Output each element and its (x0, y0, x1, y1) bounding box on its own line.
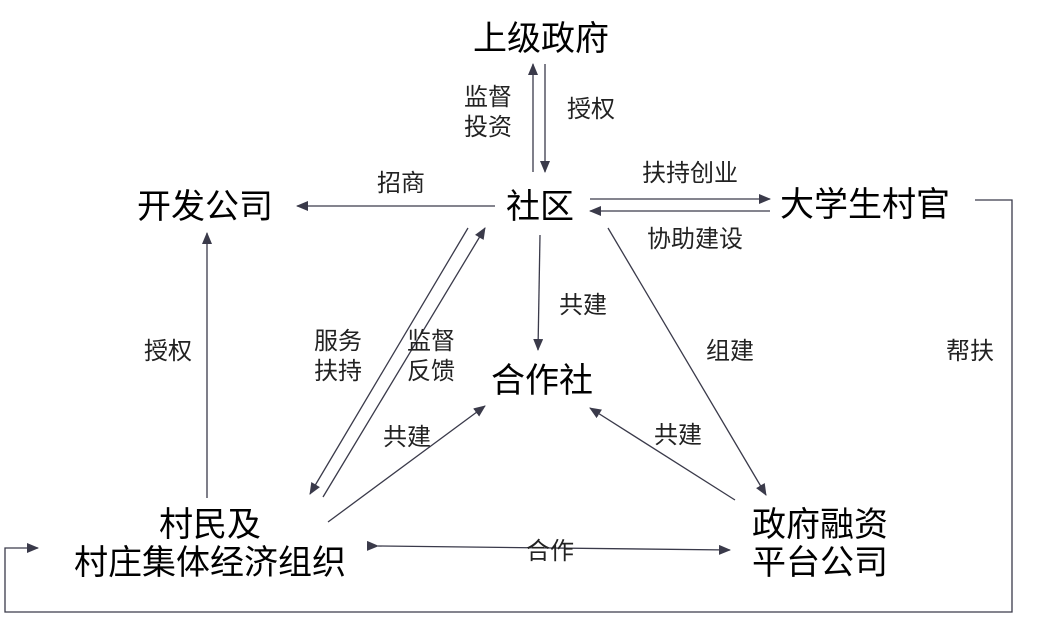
edge-villagers-to-cooperative (327, 405, 486, 523)
label-assist-construction: 协助建设 (647, 225, 743, 253)
label-supervise-feedback-line2: 反馈 (407, 357, 455, 385)
label-supervise-invest-line2: 投资 (464, 113, 512, 141)
node-government-financing-platform: 政府融资 平台公司 (740, 506, 900, 582)
label-supervise-invest: 监督 投资 (455, 82, 521, 142)
label-co-build-finance: 共建 (654, 421, 702, 449)
label-support-startup: 扶持创业 (642, 159, 738, 187)
edge-grad-official-to-villagers (4, 199, 1013, 613)
label-co-build-community: 共建 (559, 291, 607, 319)
edge-villagers-to-community (322, 227, 486, 498)
edge-community-to-villagers (309, 227, 469, 495)
label-cooperate: 合作 (526, 537, 574, 565)
label-attract-business: 招商 (377, 169, 425, 197)
label-authorize-top: 授权 (567, 95, 615, 123)
node-villagers-line1: 村民及 (159, 505, 261, 545)
label-authorize-left: 授权 (144, 337, 192, 365)
node-college-graduate-village-official: 大学生村官 (780, 185, 950, 225)
label-organize-build: 组建 (706, 337, 754, 365)
node-community: 社区 (506, 187, 574, 227)
label-supervise-invest-line1: 监督 (464, 83, 512, 111)
node-cooperative: 合作社 (491, 361, 593, 401)
node-villagers: 村民及 村庄集体经济组织 (55, 506, 365, 582)
edge-community-to-finance (607, 227, 767, 496)
label-co-build-villagers: 共建 (383, 423, 431, 451)
edge-finance-to-cooperative (589, 407, 736, 501)
label-service-support-line1: 服务 (314, 327, 362, 355)
edge-community-to-cooperative (533, 234, 544, 351)
label-help-support: 帮扶 (946, 337, 994, 365)
label-service-support-line2: 扶持 (314, 357, 362, 385)
node-development-company: 开发公司 (137, 187, 273, 227)
node-upper-government: 上级政府 (473, 19, 609, 59)
node-finance-line2: 平台公司 (752, 543, 888, 583)
edge-villagers-finance-cooperate (366, 540, 731, 555)
label-supervise-feedback-line1: 监督 (407, 327, 455, 355)
label-supervise-feedback: 监督 反馈 (398, 326, 464, 386)
node-finance-line1: 政府融资 (752, 505, 888, 545)
label-service-support: 服务 扶持 (305, 326, 371, 386)
node-villagers-line2: 村庄集体经济组织 (74, 543, 346, 583)
